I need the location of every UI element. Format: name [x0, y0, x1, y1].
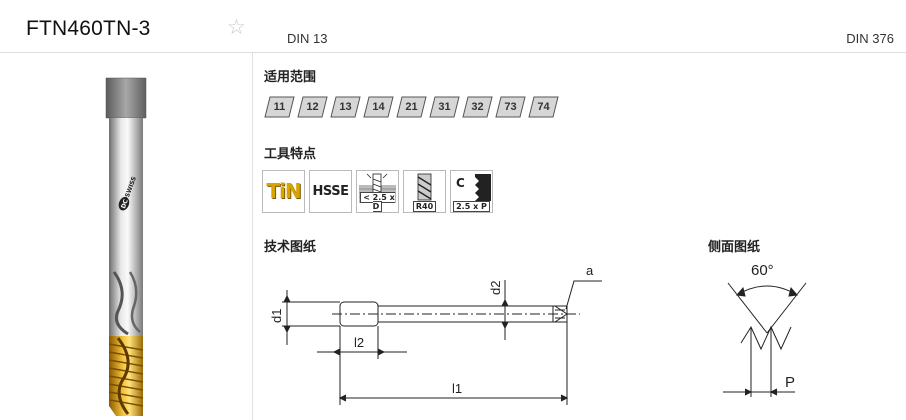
technical-drawing: a d2 d1 l2 l1: [269, 263, 602, 405]
din-standard-right: DIN 376: [846, 31, 894, 46]
header-divider: [0, 52, 906, 53]
column-divider: [252, 53, 253, 420]
spiral-flute-icon: R40: [403, 170, 446, 213]
application-range-label: 适用范围: [264, 69, 317, 84]
application-code-badge: 74: [528, 96, 559, 118]
application-code-badge: 13: [330, 96, 361, 118]
drill-depth-icon: < 2.5 x D: [356, 170, 399, 213]
side-drawing: 60° P: [723, 262, 807, 397]
dim-l1-label: l1: [452, 381, 462, 396]
feature-icons: TiN HSSE < 2.5 x D R40 C: [262, 170, 493, 213]
tin-coating-icon: TiN: [262, 170, 305, 213]
pitch-label: P: [785, 374, 795, 391]
application-code-badge: 31: [429, 96, 460, 118]
dim-d2-label: d2: [488, 281, 503, 295]
application-code-badge: 14: [363, 96, 394, 118]
application-code-badge: 73: [495, 96, 526, 118]
chamfer-form-icon: C 2.5 x P: [450, 170, 493, 213]
dim-d1-label: d1: [269, 309, 284, 323]
application-code-badge: 21: [396, 96, 427, 118]
favorite-star-icon[interactable]: ☆: [227, 15, 246, 39]
din-standard-left: DIN 13: [287, 31, 328, 46]
svg-text:DC: DC: [120, 198, 130, 210]
product-header: FTN460TN-3 ☆ DIN 13 DIN 376: [0, 0, 906, 52]
application-code-badge: 12: [297, 96, 328, 118]
dim-l2-label: l2: [354, 335, 364, 350]
hsse-material-icon: HSSE: [309, 170, 352, 213]
application-code-badge: 11: [264, 96, 295, 118]
dim-a-label: a: [586, 263, 594, 278]
features-label: 工具特点: [264, 146, 317, 161]
technical-drawing-label: 技术图纸: [264, 239, 317, 254]
side-drawing-label: 侧面图纸: [708, 239, 761, 254]
product-title: FTN460TN-3: [26, 17, 151, 40]
angle-label: 60°: [751, 262, 774, 279]
application-code-badge: 32: [462, 96, 493, 118]
tap-tool-image: DC SWISS: [105, 77, 147, 416]
